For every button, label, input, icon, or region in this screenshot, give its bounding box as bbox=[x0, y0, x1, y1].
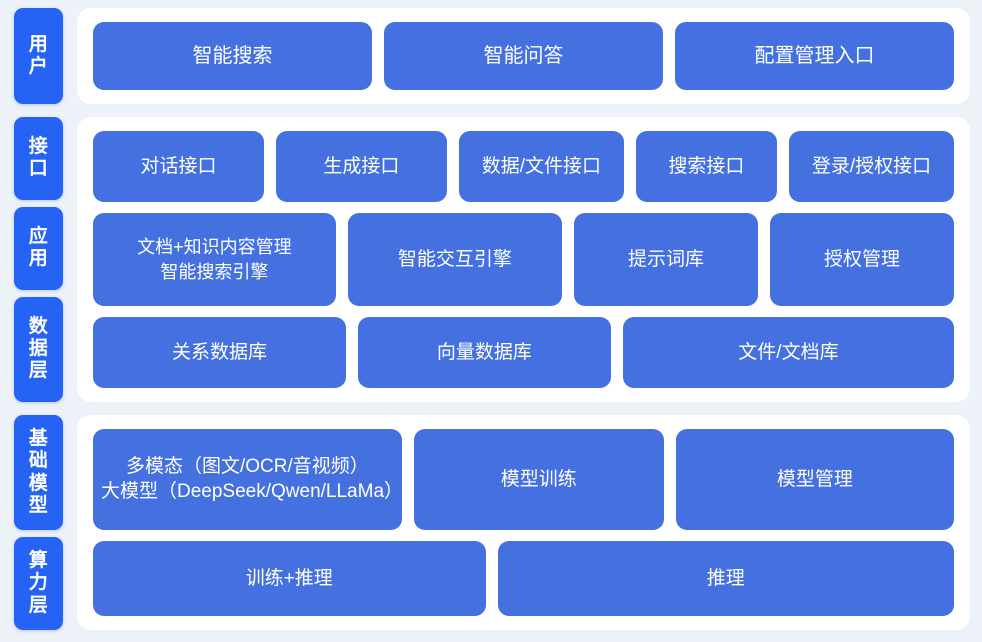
card-intelligent-search[interactable]: 智能搜索 bbox=[93, 22, 372, 90]
layer-tab-char: 接 bbox=[28, 136, 49, 158]
layer-tab-char: 口 bbox=[28, 158, 49, 180]
layer-tab-application[interactable]: 应 用 bbox=[14, 206, 63, 290]
layer-tab-char: 用 bbox=[28, 248, 49, 270]
card-login-auth-interface[interactable]: 登录/授权接口 bbox=[789, 131, 954, 202]
card-row: 智能搜索 智能问答 配置管理入口 bbox=[93, 22, 954, 90]
section-user: 用 户 智能搜索 智能问答 配置管理入口 bbox=[0, 8, 970, 104]
card-inference[interactable]: 推理 bbox=[497, 540, 954, 617]
layer-tab-char: 户 bbox=[28, 56, 49, 77]
card-dialog-interface[interactable]: 对话接口 bbox=[93, 131, 264, 202]
layer-tab-char: 力 bbox=[28, 572, 49, 594]
layer-tab-interface[interactable]: 接 口 bbox=[14, 117, 63, 200]
layer-tabs-base: 基 础 模 型 算 力 层 bbox=[0, 415, 63, 630]
layer-tab-char: 算 bbox=[28, 550, 49, 572]
card-document-knowledge-management[interactable]: 文档+知识内容管理 智能搜索引擎 bbox=[93, 212, 336, 307]
layer-tab-char: 基 bbox=[28, 428, 49, 450]
layer-tab-compute[interactable]: 算 力 层 bbox=[14, 537, 63, 630]
layer-tab-char: 层 bbox=[28, 360, 49, 382]
card-relational-database[interactable]: 关系数据库 bbox=[93, 317, 346, 389]
card-authorization-management[interactable]: 授权管理 bbox=[770, 212, 954, 307]
panel-base: 多模态（图文/OCR/音视频） 大模型（DeepSeek/Qwen/LLaMa）… bbox=[77, 415, 970, 630]
card-search-interface[interactable]: 搜索接口 bbox=[635, 131, 777, 202]
card-model-management[interactable]: 模型管理 bbox=[675, 429, 954, 530]
layer-tab-char: 据 bbox=[28, 338, 49, 360]
card-row-application: 文档+知识内容管理 智能搜索引擎 智能交互引擎 提示词库 授权管理 bbox=[93, 212, 954, 307]
card-generation-interface[interactable]: 生成接口 bbox=[275, 131, 447, 202]
layer-tab-char: 模 bbox=[28, 472, 49, 494]
layer-tabs-user: 用 户 bbox=[0, 8, 63, 104]
layer-tabs-mid: 接 口 应 用 数 据 层 bbox=[0, 117, 63, 402]
layer-tab-char: 应 bbox=[28, 226, 49, 248]
layer-tab-user[interactable]: 用 户 bbox=[14, 8, 63, 104]
layer-tab-data[interactable]: 数 据 层 bbox=[14, 296, 63, 402]
card-file-document-store[interactable]: 文件/文档库 bbox=[622, 317, 954, 389]
card-row-data: 关系数据库 向量数据库 文件/文档库 bbox=[93, 317, 954, 389]
card-intelligent-interaction-engine[interactable]: 智能交互引擎 bbox=[347, 212, 563, 307]
section-interface-application-data: 接 口 应 用 数 据 层 对话接口 生成接口 数据/文件接口 搜索接口 登录/… bbox=[0, 117, 970, 402]
layer-tab-char: 数 bbox=[28, 316, 49, 338]
card-intelligent-qa[interactable]: 智能问答 bbox=[384, 22, 663, 90]
layer-tab-char: 础 bbox=[28, 450, 49, 472]
card-prompt-library[interactable]: 提示词库 bbox=[574, 212, 758, 307]
card-data-file-interface[interactable]: 数据/文件接口 bbox=[458, 131, 624, 202]
layer-tab-char: 型 bbox=[28, 494, 49, 516]
panel-user: 智能搜索 智能问答 配置管理入口 bbox=[77, 8, 970, 104]
card-config-management-entry[interactable]: 配置管理入口 bbox=[675, 22, 954, 90]
card-row-interface: 对话接口 生成接口 数据/文件接口 搜索接口 登录/授权接口 bbox=[93, 131, 954, 202]
card-model-training[interactable]: 模型训练 bbox=[413, 429, 664, 530]
card-vector-database[interactable]: 向量数据库 bbox=[357, 317, 611, 389]
layer-tab-base-model[interactable]: 基 础 模 型 bbox=[14, 415, 63, 531]
layer-tab-char: 用 bbox=[28, 33, 49, 55]
card-multimodal-large-model[interactable]: 多模态（图文/OCR/音视频） 大模型（DeepSeek/Qwen/LLaMa） bbox=[93, 429, 403, 530]
card-training-plus-inference[interactable]: 训练+推理 bbox=[93, 540, 486, 617]
section-base-model-compute: 基 础 模 型 算 力 层 多模态（图文/OCR/音视频） 大模型（DeepSe… bbox=[0, 415, 970, 630]
panel-mid: 对话接口 生成接口 数据/文件接口 搜索接口 登录/授权接口 文档+知识内容管理… bbox=[77, 117, 970, 402]
card-row-base-model: 多模态（图文/OCR/音视频） 大模型（DeepSeek/Qwen/LLaMa）… bbox=[93, 429, 954, 530]
layer-tab-char: 层 bbox=[28, 594, 49, 616]
card-row-compute: 训练+推理 推理 bbox=[93, 540, 954, 617]
